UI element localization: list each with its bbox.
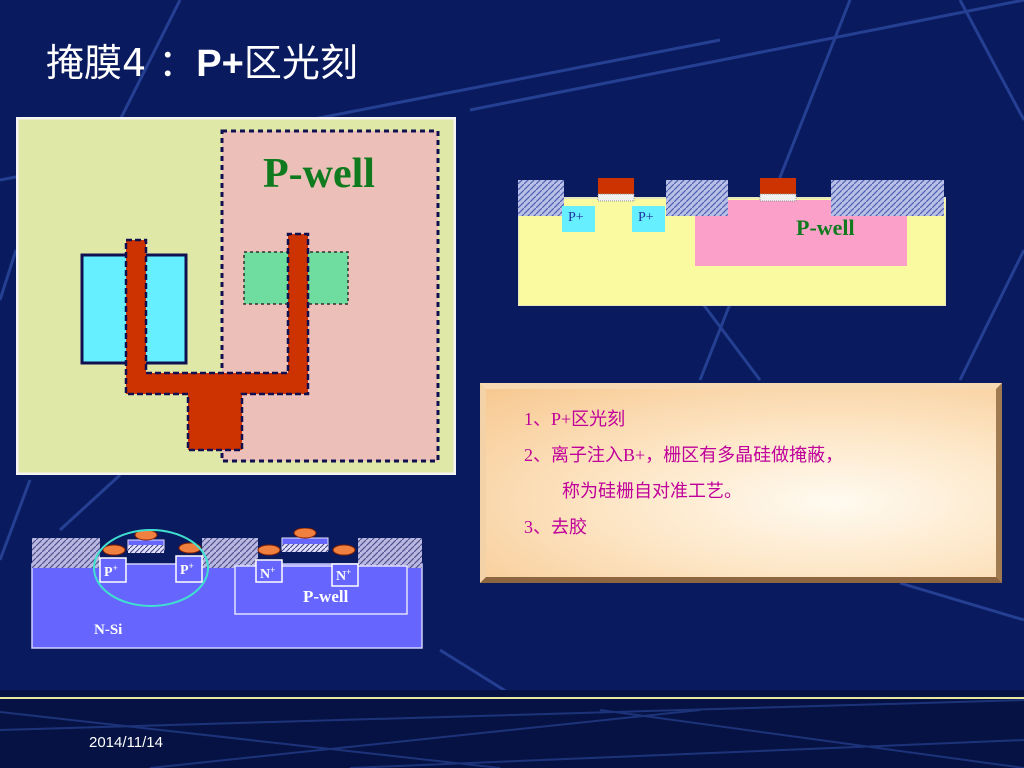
slide-title: 掩膜4 ：P+区光刻 (46, 32, 358, 87)
svg-text:P+: P+ (180, 561, 194, 578)
xs1-p-label-1: P+ (568, 210, 584, 225)
title-suffix: 区光刻 (243, 41, 358, 85)
xs2-p-label-2: P (180, 563, 189, 578)
xs2-n-label-1: N (260, 567, 270, 582)
pmos-highlight-ellipse (93, 529, 209, 607)
xs2-pwell-label: P-well (303, 587, 349, 606)
mask-layout-diagram: P-well (16, 117, 456, 475)
cross-section-bottom: P-well N-Si P+ P+ N+ N+ (31, 528, 423, 649)
cross-section-top: P-well P+ P+ (518, 178, 946, 306)
xs1-pwell-label: P-well (796, 215, 855, 240)
poly-gate-shape (124, 232, 310, 452)
slide-date: 2014/11/14 (89, 734, 163, 751)
process-notes-panel: 1、P+区光刻 2、离子注入B+，栅区有多晶硅做掩蔽， 称为硅栅自对准工艺。 3… (480, 383, 1002, 583)
svg-text:P+: P+ (104, 563, 118, 580)
title-bold: P+ (196, 43, 244, 85)
xs1-p-label-2: P+ (638, 210, 654, 225)
xs2-substrate-label: N-Si (94, 622, 122, 638)
note-line-1: 1、P+区光刻 (524, 409, 626, 429)
note-line-2: 2、离子注入B+，栅区有多晶硅做掩蔽， (524, 445, 844, 465)
title-prefix: 掩膜4 ： (46, 41, 197, 85)
note-line-4: 3、去胶 (524, 517, 587, 537)
note-line-3: 称为硅栅自对准工艺。 (562, 481, 742, 501)
xs2-p-label-1: P (104, 565, 113, 580)
xs2-n-label-2: N (336, 569, 346, 584)
svg-text:N+: N+ (260, 565, 275, 582)
svg-text:N+: N+ (336, 567, 351, 584)
layout-pwell-label: P-well (263, 151, 375, 197)
